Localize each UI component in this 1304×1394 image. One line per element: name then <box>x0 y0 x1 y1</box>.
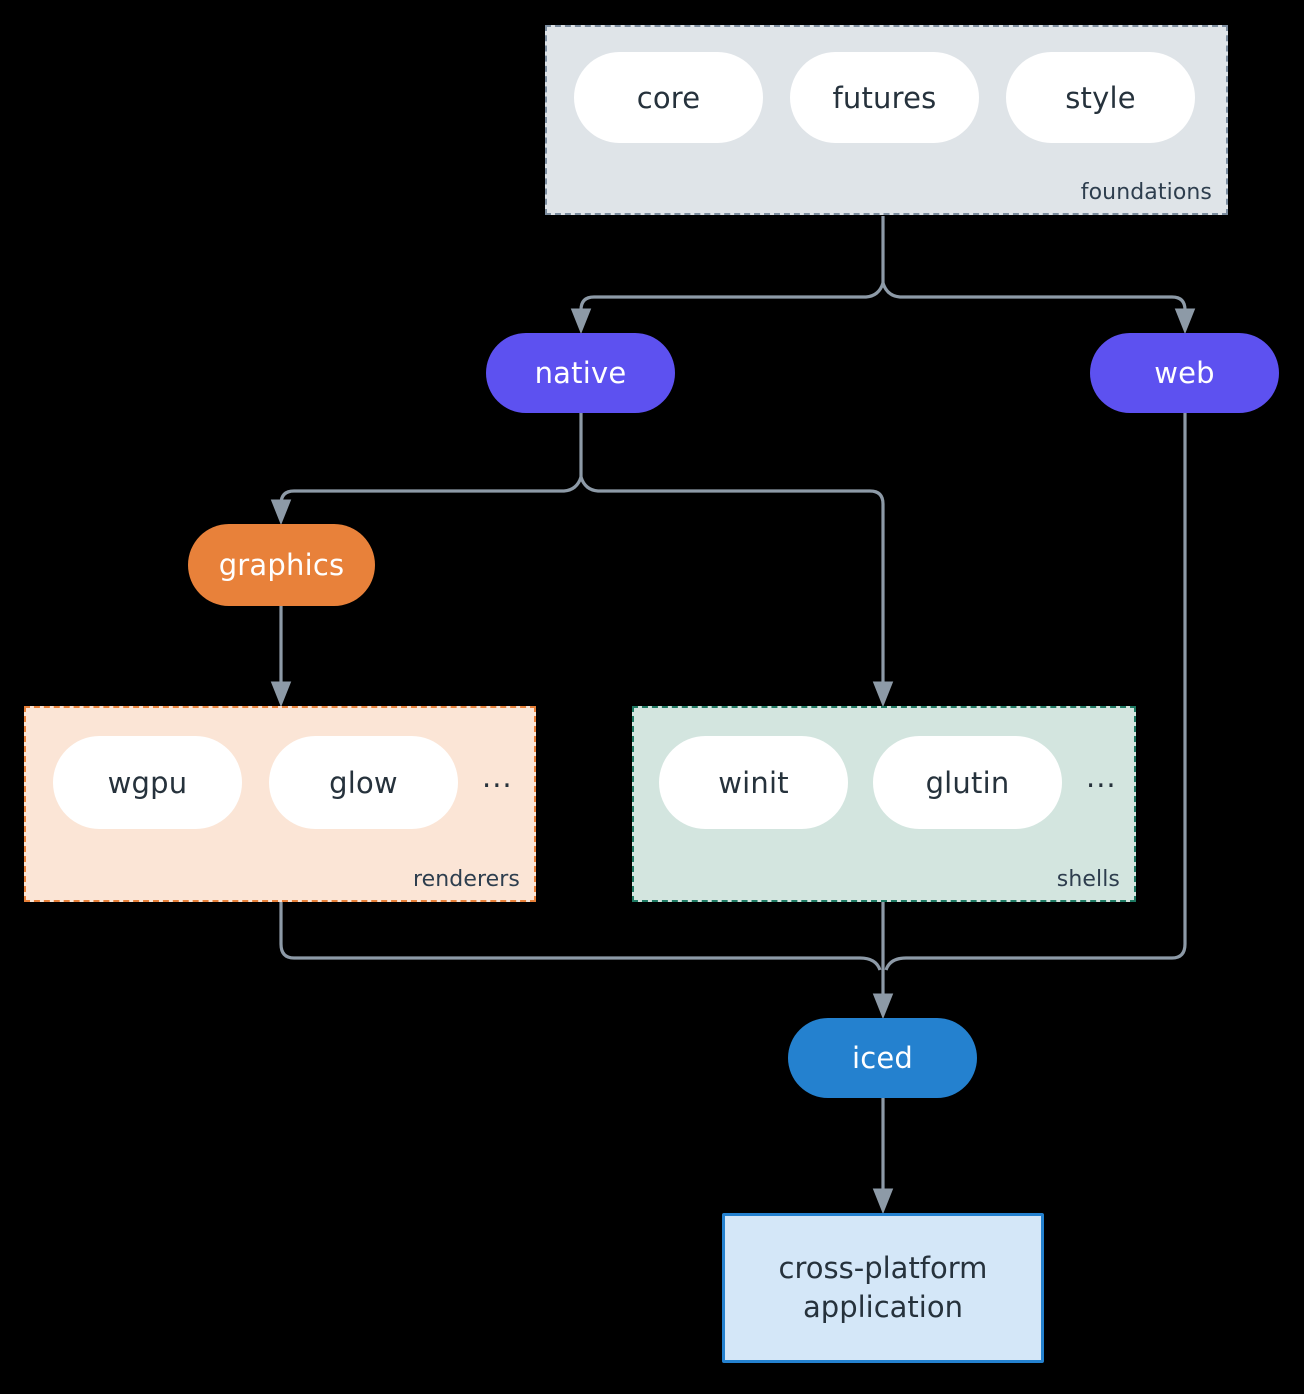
pill-label: wgpu <box>107 765 188 800</box>
pill-futures[interactable]: futures <box>790 52 979 143</box>
renderers-items: wgpu glow ... <box>53 736 513 829</box>
pill-label: futures <box>832 80 937 115</box>
cluster-label-renderers: renderers <box>412 867 520 892</box>
cluster-shells: winit glutin ... shells <box>632 706 1136 902</box>
shells-items: winit glutin ... <box>659 736 1117 829</box>
pill-core[interactable]: core <box>574 52 763 143</box>
edge-foundations-to-web <box>881 282 1196 335</box>
edge-native-to-shells <box>579 476 894 708</box>
renderers-ellipsis: ... <box>482 760 513 794</box>
application-line-1: cross-platform <box>778 1250 988 1285</box>
node-iced[interactable]: iced <box>788 1018 977 1098</box>
pill-label: style <box>1065 80 1136 115</box>
pill-winit[interactable]: winit <box>659 736 848 829</box>
pill-label: winit <box>718 765 789 800</box>
node-cross-platform-application[interactable]: cross-platform application <box>722 1213 1044 1363</box>
node-label: web <box>1154 356 1215 390</box>
cluster-renderers: wgpu glow ... renderers <box>24 706 536 902</box>
edge-native-to-graphics <box>270 476 583 526</box>
node-label: iced <box>851 1041 914 1075</box>
foundations-items: core futures style <box>574 52 1195 143</box>
node-label: native <box>534 356 627 390</box>
node-web[interactable]: web <box>1090 333 1279 413</box>
pill-glutin[interactable]: glutin <box>873 736 1062 829</box>
shells-ellipsis: ... <box>1086 760 1117 794</box>
pill-wgpu[interactable]: wgpu <box>53 736 242 829</box>
pill-style[interactable]: style <box>1006 52 1195 143</box>
node-native[interactable]: native <box>486 333 675 413</box>
cluster-label-shells: shells <box>1056 867 1120 892</box>
pill-label: glutin <box>925 765 1010 800</box>
pill-label: core <box>636 80 701 115</box>
cluster-label-foundations: foundations <box>1080 180 1212 205</box>
pill-glow[interactable]: glow <box>269 736 458 829</box>
edge-foundations-to-native <box>570 282 885 335</box>
pill-label: glow <box>329 765 398 800</box>
node-label: graphics <box>218 548 345 582</box>
application-line-2: application <box>803 1290 963 1324</box>
cluster-foundations: core futures style foundations <box>545 25 1228 215</box>
node-graphics[interactable]: graphics <box>188 524 375 606</box>
edge-renderers-to-iced <box>279 902 882 971</box>
